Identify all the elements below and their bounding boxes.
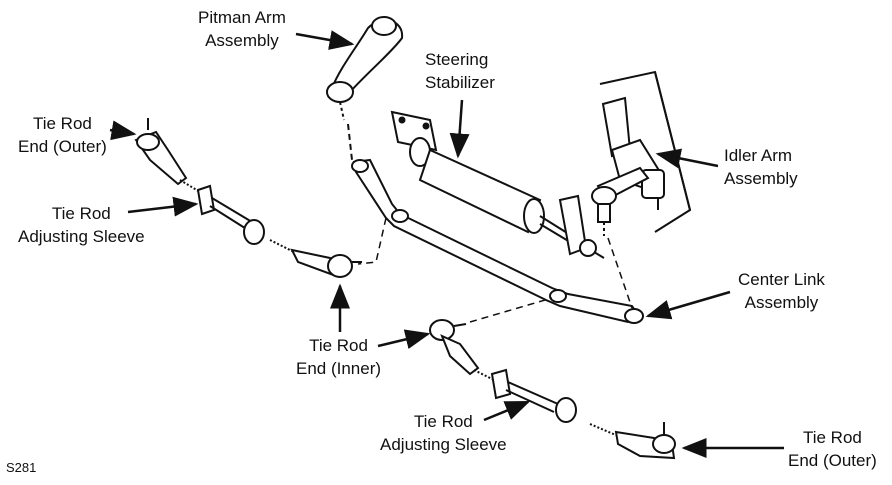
arrow-center-link [645, 290, 731, 320]
label-tie-rod-end-inner: Tie Rod End (Inner) [296, 336, 382, 378]
pitman-arm-part [326, 16, 404, 161]
label-steering-stabilizer: Steering Stabilizer [425, 50, 495, 92]
arrow-adjusting-sleeve-right [483, 400, 531, 422]
label-idler-arm-assembly: Idler Arm Assembly [724, 146, 798, 188]
center-link-part [351, 158, 644, 324]
figure-id: S281 [6, 460, 37, 475]
label-tie-rod-end-outer-left: Tie Rod End (Outer) [18, 114, 107, 156]
left-tie-rod-part [134, 118, 362, 278]
label-tie-rod-adjusting-sleeve-right: Tie Rod Adjusting Sleeve [380, 412, 507, 454]
right-tie-rod-part [429, 319, 676, 460]
idler-arm-part [591, 96, 665, 236]
callout-arrows [109, 30, 784, 458]
arrow-pitman-arm [295, 30, 355, 50]
label-center-link-assembly: Center Link Assembly [738, 270, 825, 312]
label-pitman-arm-assembly: Pitman Arm Assembly [198, 8, 286, 50]
idler-frame-bracket [599, 70, 692, 233]
label-tie-rod-end-outer-right: Tie Rod End (Outer) [788, 428, 877, 470]
attachment-lines [357, 217, 633, 323]
arrow-tie-rod-end-inner-right [377, 329, 431, 349]
arrow-steering-stabilizer [449, 99, 470, 159]
arrow-adjusting-sleeve-left [127, 196, 199, 217]
arrow-tie-rod-end-outer-left [109, 120, 137, 141]
label-tie-rod-adjusting-sleeve-left: Tie Rod Adjusting Sleeve [18, 204, 145, 246]
steering-stabilizer-part [390, 110, 605, 259]
arrow-idler-arm [655, 148, 719, 169]
